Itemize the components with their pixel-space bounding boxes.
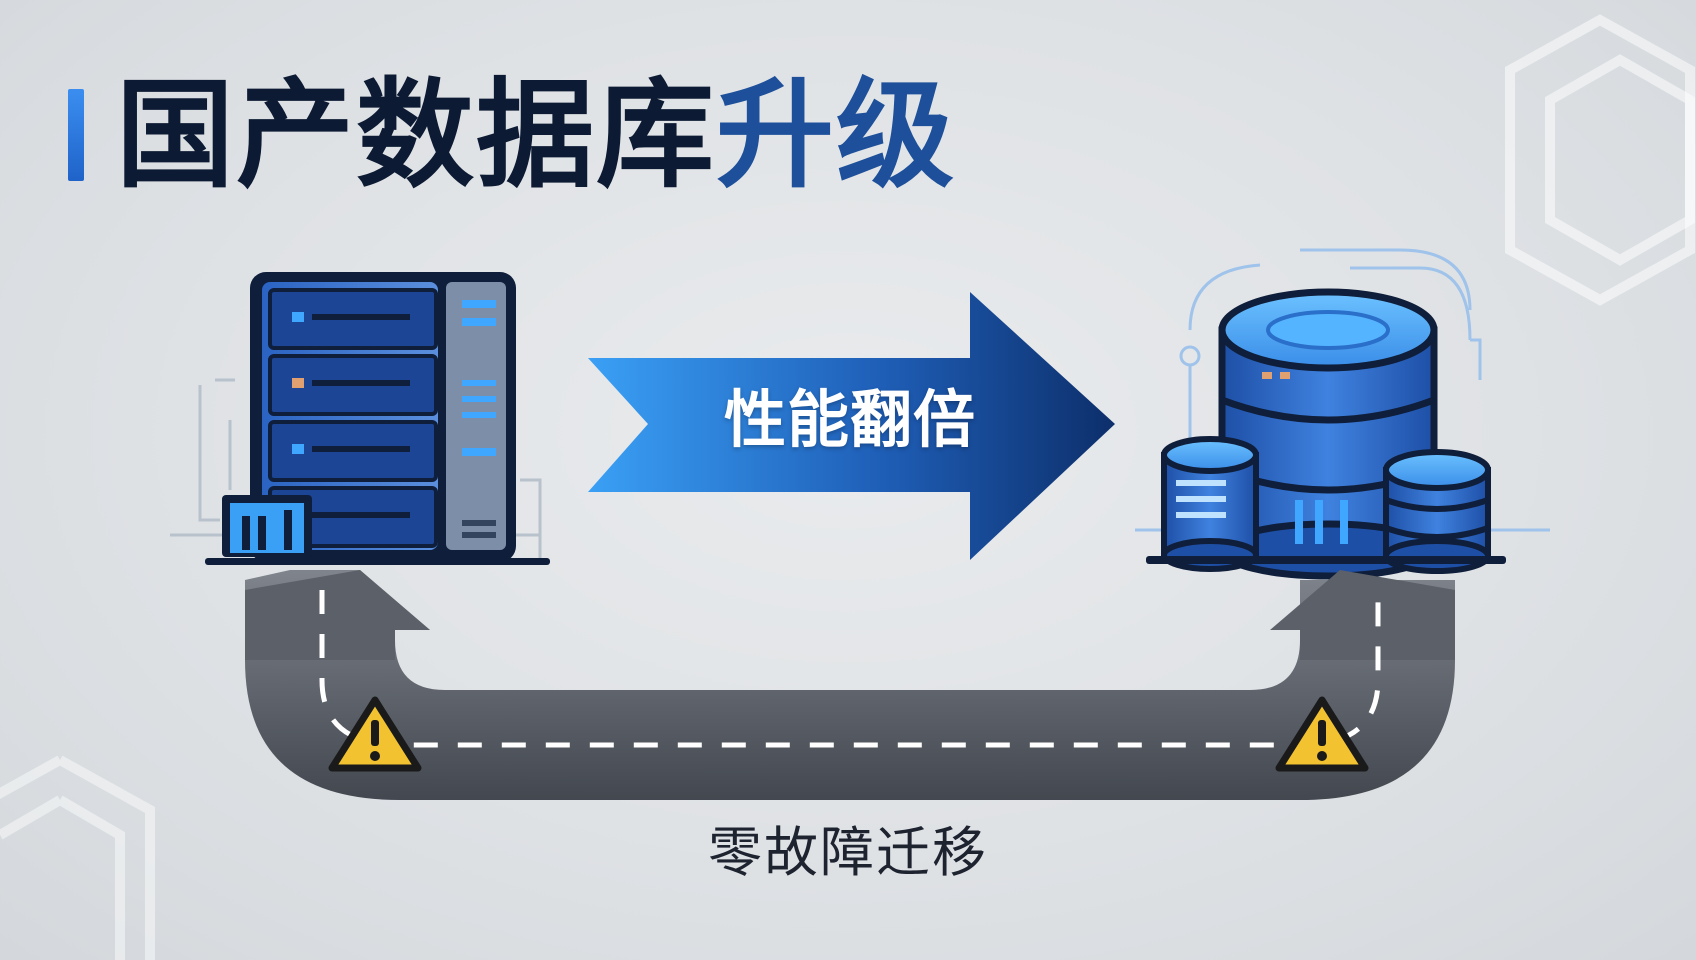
database-cluster-icon: [1146, 288, 1506, 580]
road-arrow-right: [1270, 570, 1455, 660]
title-text: 国产数据库升级: [116, 76, 956, 194]
warning-triangle-icon: [1275, 696, 1369, 772]
decor-hex-top-right: [1505, 14, 1695, 306]
performance-arrow: [588, 292, 1115, 560]
title-part-accent: 升级: [716, 66, 957, 204]
title-part-main: 国产数据库: [116, 66, 717, 204]
decor-hex-bottom-left: [0, 755, 155, 960]
migration-label: 零故障迁移: [708, 821, 988, 884]
arrow-label: 性能翻倍: [723, 383, 976, 456]
legacy-server-rack-icon: [205, 272, 550, 565]
page-title: 国产数据库升级: [68, 70, 956, 200]
road-arrow-left: [245, 570, 430, 660]
warning-triangle-icon: [328, 696, 422, 772]
road-center-line: [319, 590, 1381, 748]
title-accent-bar: [68, 89, 84, 181]
